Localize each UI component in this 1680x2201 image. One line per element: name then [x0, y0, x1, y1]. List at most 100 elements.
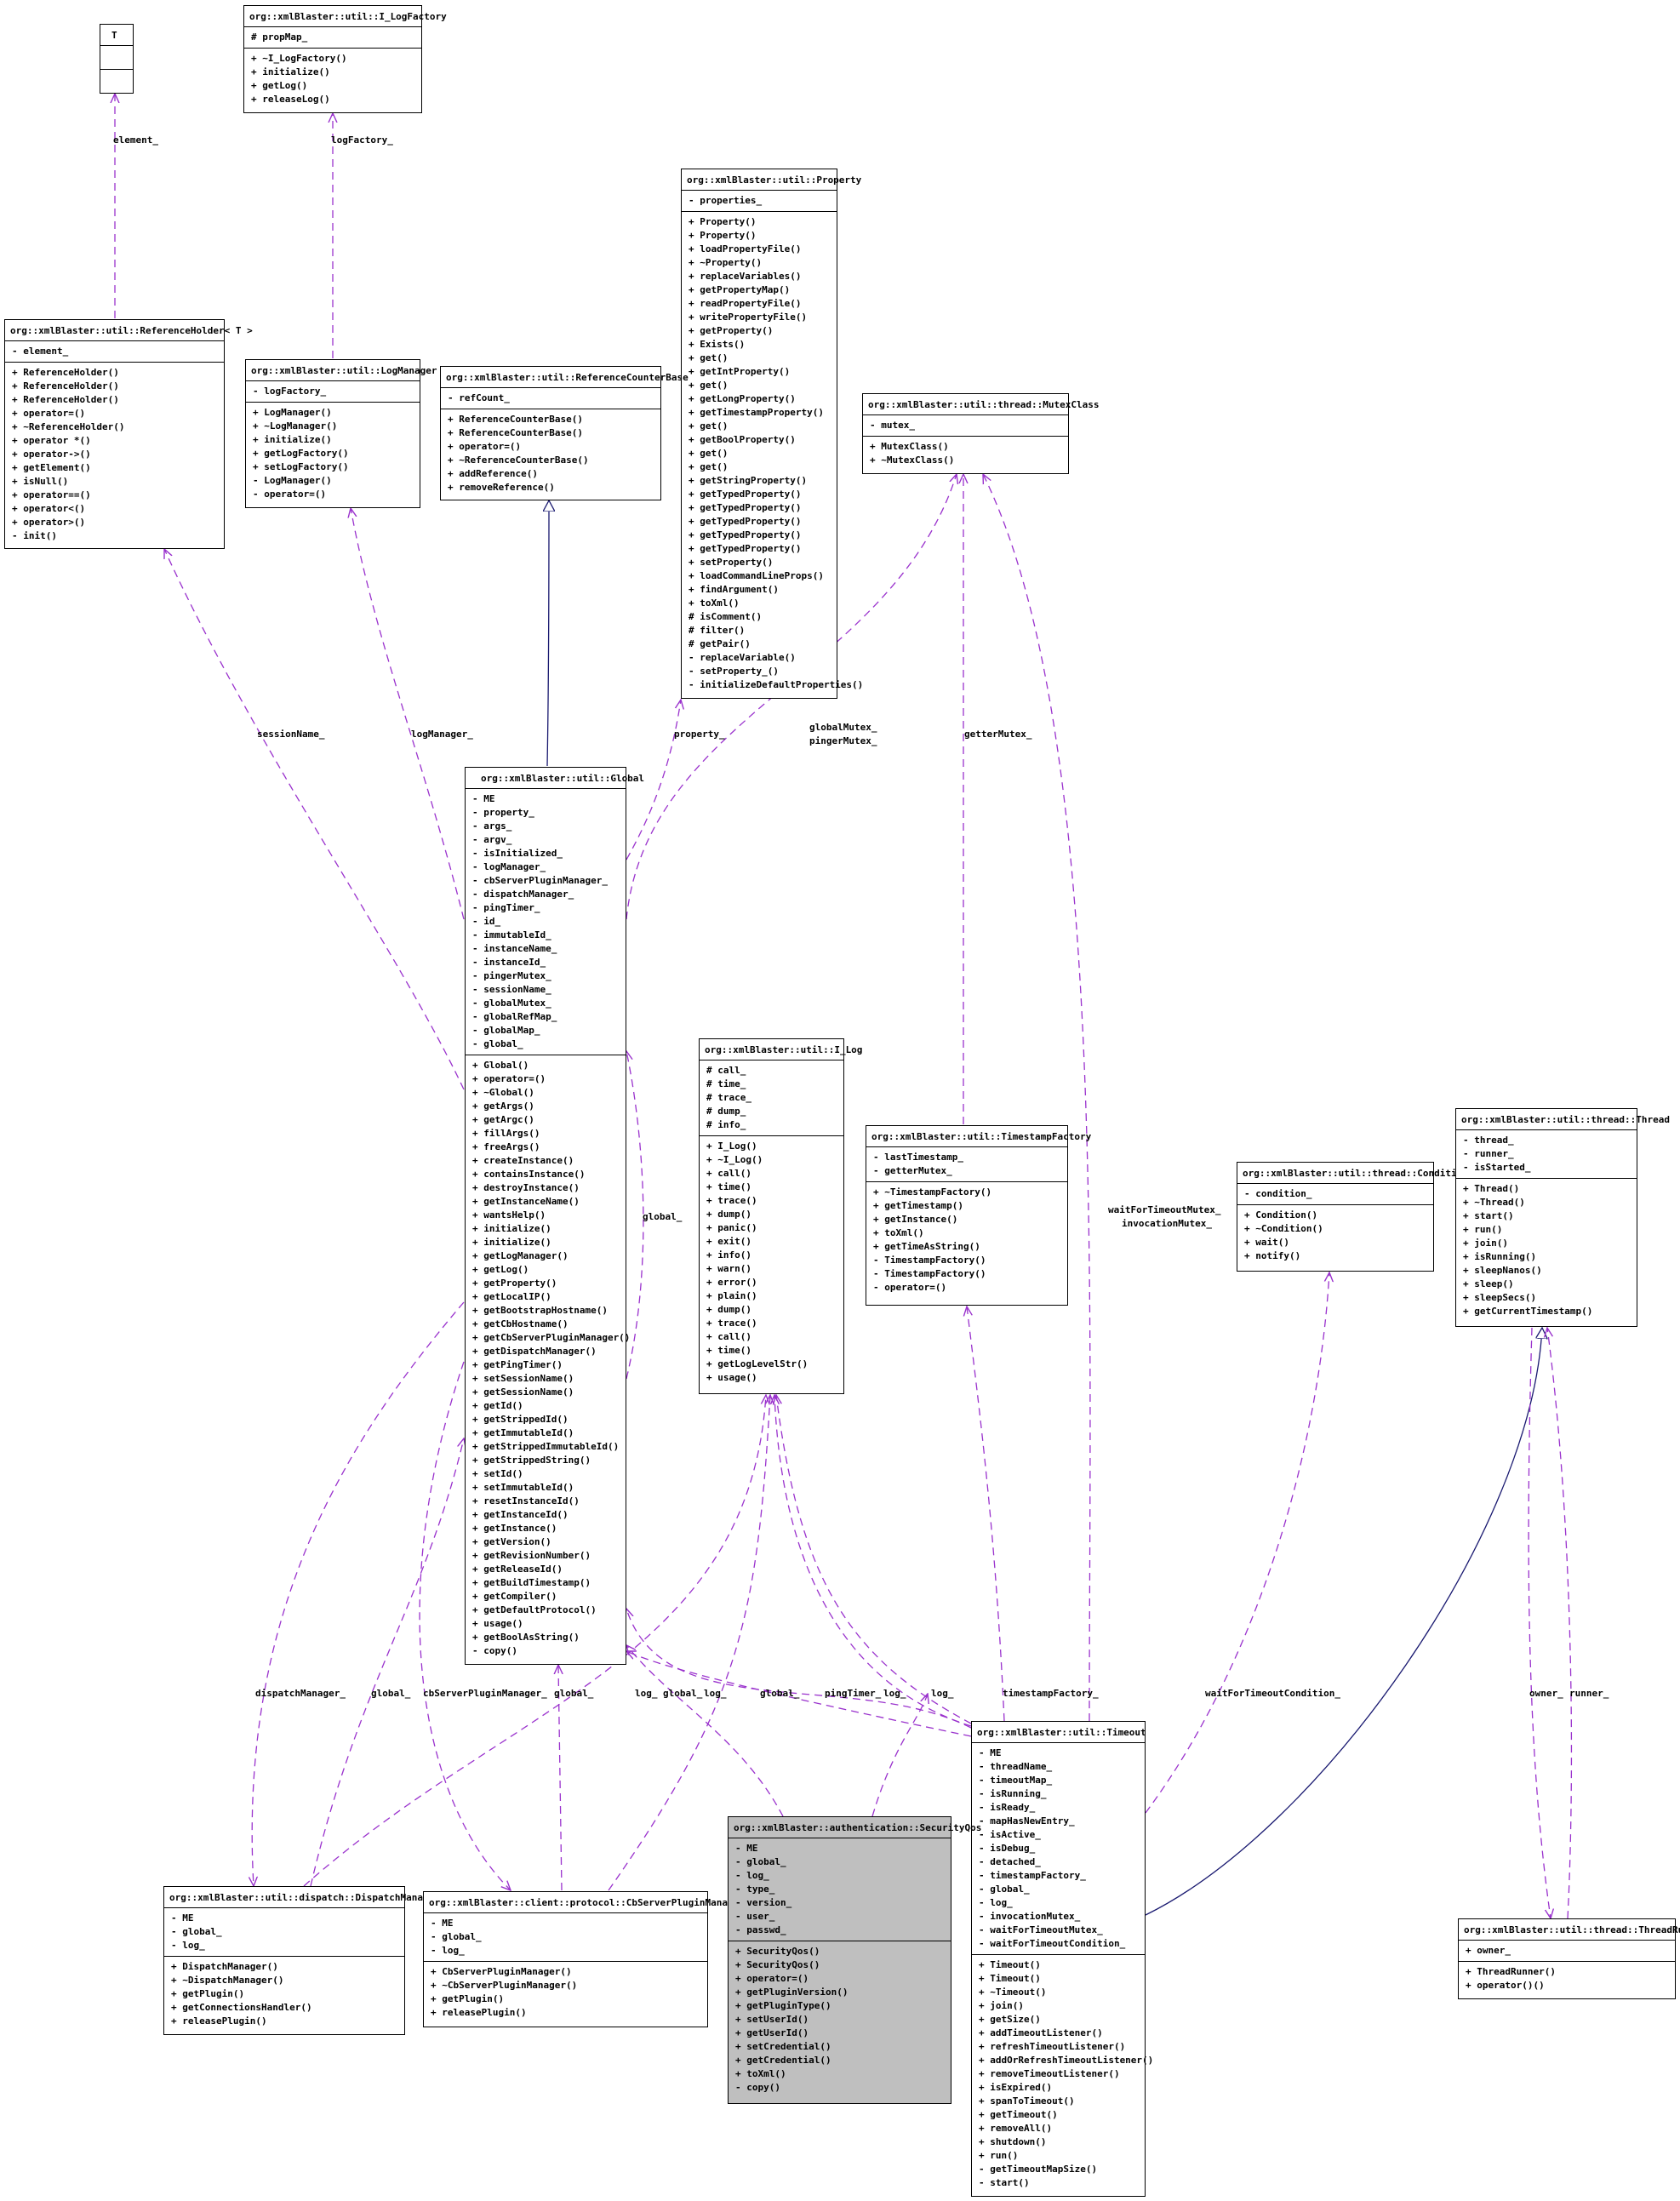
attribute: - global_: [735, 1856, 786, 1867]
edge-referencecounter-inherit: [547, 500, 549, 767]
operation: + getTypedProperty(): [689, 516, 802, 527]
operation: + warn(): [706, 1263, 751, 1274]
edge-global-dispatch: [310, 1438, 464, 1887]
operation: + setImmutableId(): [472, 1482, 574, 1493]
attribute: # propMap_: [251, 31, 308, 43]
attribute: - log_: [171, 1940, 205, 1951]
attribute: - ME: [979, 1747, 1002, 1758]
attribute: - lastTimestamp_: [873, 1152, 963, 1163]
operation: + initialize(): [251, 66, 330, 77]
attribute: - getterMutex_: [873, 1165, 952, 1176]
operations-section: + Global()+ operator=()+ ~Global()+ getA…: [466, 1055, 630, 1661]
operation: + removeAll(): [979, 2123, 1053, 2134]
class-name: org::xmlBlaster::util::ReferenceHolder< …: [10, 325, 253, 336]
operation: + LogManager(): [253, 407, 332, 418]
class-box-property: org::xmlBlaster::util::Property - proper…: [681, 169, 863, 699]
edge-label-global: global_: [371, 1688, 411, 1699]
operation: + getId(): [472, 1400, 523, 1411]
class-name: org::xmlBlaster::util::Property: [687, 174, 862, 186]
operation: + toXml(): [689, 597, 740, 609]
operation: + get(): [689, 380, 729, 391]
edge-label-global: global_: [760, 1688, 800, 1699]
operation: - TimestampFactory(): [873, 1255, 986, 1266]
operation: + operator=(): [448, 441, 522, 452]
class-box-mutexclass: org::xmlBlaster::util::thread::MutexClas…: [862, 393, 1100, 474]
operation: + setId(): [472, 1468, 523, 1479]
class-box-timeout: org::xmlBlaster::util::Timeout - ME- thr…: [971, 1721, 1154, 2197]
edge-timestampfactory: [967, 1306, 1005, 1722]
edge-log-securityqos: [871, 1694, 928, 1817]
edge-log-dispatch: [303, 1395, 766, 1887]
attribute: - globalMutex_: [472, 998, 551, 1009]
edge-label-log: log_: [931, 1688, 954, 1699]
operation: + wantsHelp(): [472, 1209, 546, 1221]
attribute: - isActive_: [979, 1829, 1041, 1840]
operations-section: + Timeout()+ Timeout()+ ~Timeout()+ join…: [972, 1954, 1154, 2193]
class-box-securityqos: org::xmlBlaster::authentication::Securit…: [728, 1816, 981, 2104]
operation: + getPlugin(): [171, 1988, 245, 1999]
operation: + isRunning(): [1463, 1251, 1537, 1262]
class-box-cbserverpluginmanager: org::xmlBlaster::client::protocol::CbSer…: [423, 1891, 745, 2027]
operation: + Exists(): [689, 339, 746, 350]
operation: + ~LogManager(): [253, 420, 338, 432]
operation: + releasePlugin(): [431, 2007, 527, 2018]
operation: + isExpired(): [979, 2082, 1053, 2093]
operations-section: + ReferenceCounterBase()+ ReferenceCount…: [441, 409, 660, 498]
operation: + readPropertyFile(): [689, 298, 802, 309]
operation: + ~Property(): [689, 257, 763, 268]
operation: + getRevisionNumber(): [472, 1550, 591, 1561]
operation: + time(): [706, 1345, 751, 1356]
class-name: org::xmlBlaster::util::dispatch::Dispatc…: [169, 1892, 440, 1903]
operations-section: + I_Log()+ ~I_Log()+ call()+ time()+ tra…: [700, 1135, 843, 1388]
operation: # isComment(): [689, 611, 763, 622]
attribute: - ME: [171, 1912, 194, 1924]
attributes-section: + owner_: [1459, 1940, 1675, 1961]
operation: + MutexClass(): [870, 441, 949, 452]
operation: - init(): [12, 530, 57, 541]
operation: + ~I_Log(): [706, 1154, 763, 1165]
operation: + getUserId(): [735, 2027, 809, 2038]
operation: + getCompiler(): [472, 1591, 557, 1602]
operation: + releaseLog(): [251, 94, 330, 105]
operation: + getTypedProperty(): [689, 489, 802, 500]
class-name: org::xmlBlaster::util::ReferenceCounterB…: [446, 372, 689, 383]
attribute: - timestampFactory_: [979, 1870, 1086, 1881]
edge-global-ilog: [626, 1051, 644, 1380]
operation: + addOrRefreshTimeoutListener(): [979, 2055, 1154, 2066]
operation: + replaceVariables(): [689, 271, 802, 282]
operation: + ~Global(): [472, 1087, 534, 1098]
operation: + operator=(): [472, 1073, 546, 1084]
class-name: org::xmlBlaster::util::Global: [481, 773, 645, 784]
class-box-threadrunner: org::xmlBlaster::util::thread::ThreadRun…: [1458, 1918, 1680, 1999]
operation: + getInstanceId(): [472, 1509, 569, 1520]
operation: + operator=(): [735, 1973, 809, 1984]
operation: + ~MutexClass(): [870, 454, 955, 466]
operations-section: + ReferenceHolder()+ ReferenceHolder()+ …: [5, 362, 224, 546]
edge-dispatchmanager: [252, 1301, 465, 1886]
operations-section: + CbServerPluginManager()+ ~CbServerPlug…: [424, 1961, 707, 2023]
operation: + getLogLevelStr(): [706, 1358, 809, 1369]
operation: + initialize(): [253, 434, 332, 445]
operation: + operator<(): [12, 503, 86, 514]
edge-log-timeout: [774, 1395, 972, 1727]
operation: + getLog(): [472, 1264, 529, 1275]
operation: + sleep(): [1463, 1278, 1514, 1289]
operation: + getArgs(): [472, 1100, 534, 1112]
operation: + trace(): [706, 1195, 757, 1206]
attributes-section: - element_: [5, 340, 224, 362]
attribute: - invocationMutex_: [979, 1911, 1081, 1922]
attributes-section: [100, 45, 133, 69]
operation: + getSize(): [979, 2014, 1041, 2025]
operation: + ~DispatchManager(): [171, 1975, 284, 1986]
class-name: org::xmlBlaster::client::protocol::CbSer…: [429, 1897, 745, 1908]
operation: - copy(): [735, 2082, 780, 2093]
attribute: - global_: [171, 1926, 222, 1937]
operation: + Timeout(): [979, 1959, 1041, 1970]
attributes-section: - ME - global_ - log_: [164, 1907, 404, 1956]
operation: + getPingTimer(): [472, 1359, 563, 1370]
operation: + operator==(): [12, 489, 91, 500]
operation: + initialize(): [472, 1223, 551, 1234]
operation: + notify(): [1244, 1250, 1301, 1261]
operation: + getDispatchManager(): [472, 1346, 597, 1357]
operation: + SecurityQos(): [735, 1959, 820, 1970]
